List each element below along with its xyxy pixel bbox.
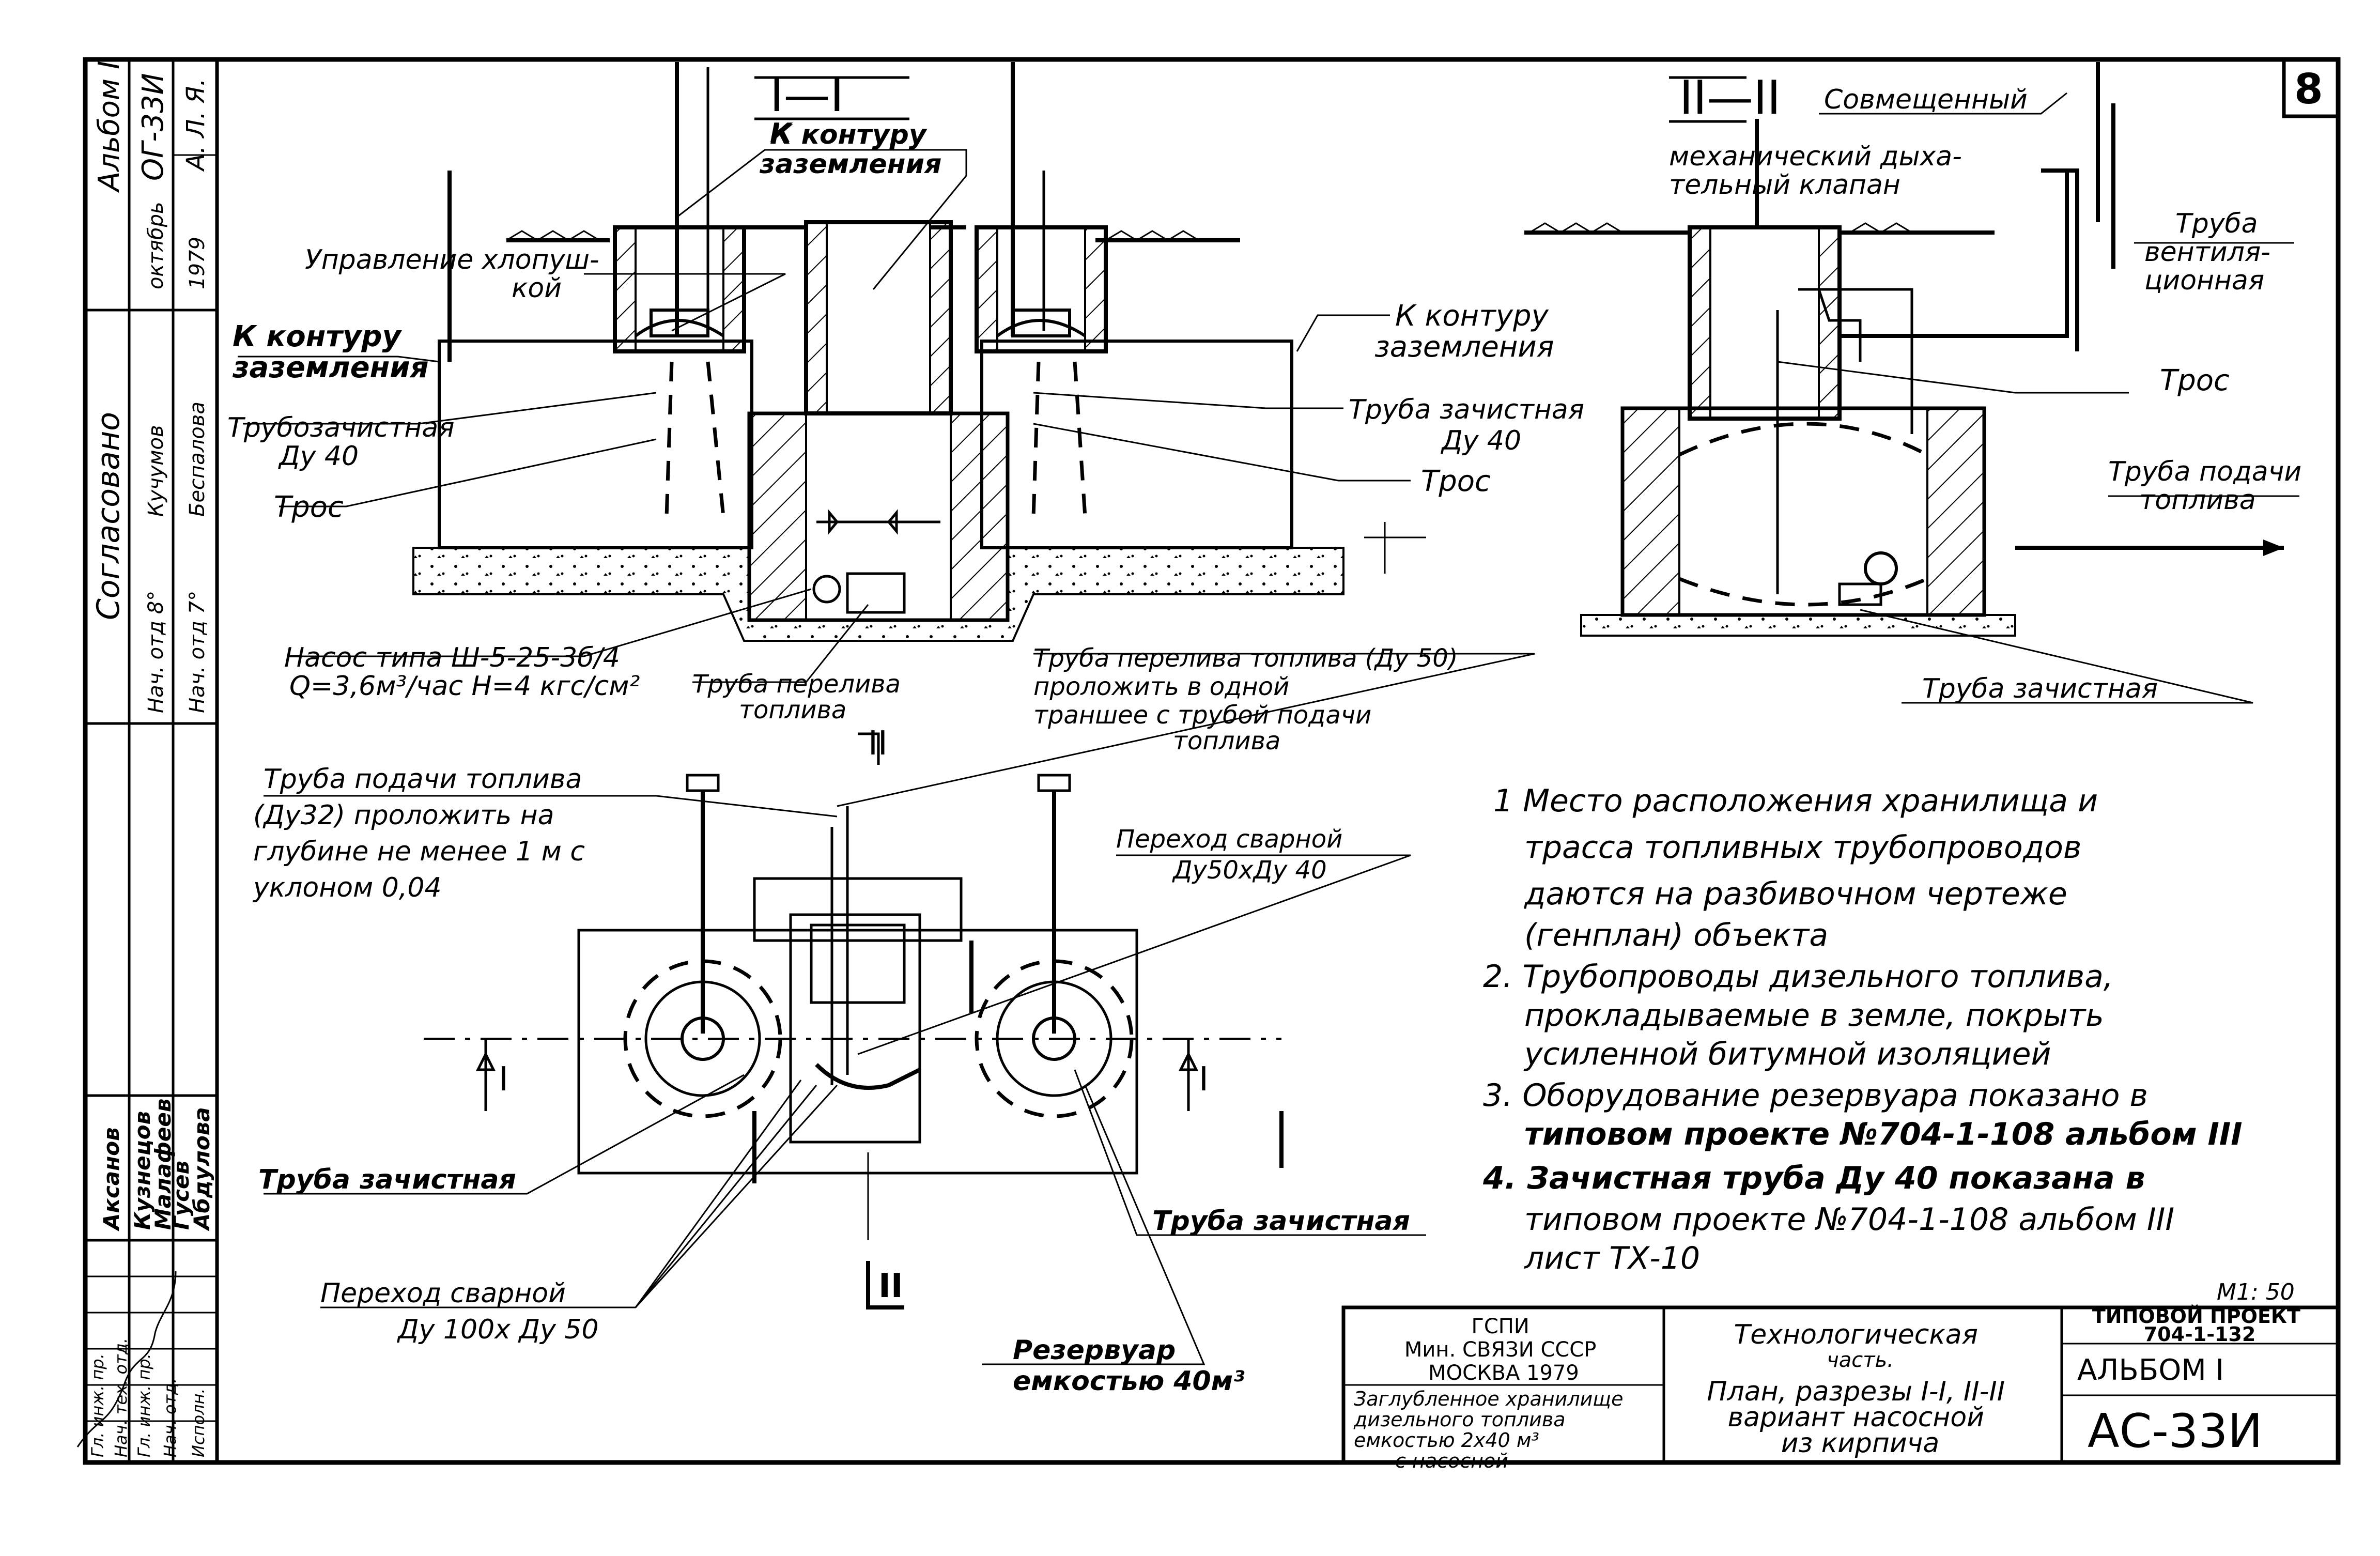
- stamp-approval-3: Малафеев: [150, 1099, 176, 1230]
- label-strip-pipe-plan-left: Труба зачистная: [258, 1164, 516, 1195]
- stamp-signature-1: Кучумов: [144, 425, 168, 517]
- label-strip-pipe-2: Труба зачистная: [1922, 673, 2158, 704]
- agreed-label: Согласовано: [90, 412, 127, 620]
- tank-left-body: [438, 340, 753, 549]
- section-mark-right: [1178, 1039, 1199, 1111]
- stamp-approval-1: Аксанов: [99, 1127, 124, 1231]
- label-cable-2: Трос: [2160, 364, 2230, 397]
- label-grounding-top: К: [770, 118, 793, 149]
- label-tank-plan: Резервуар емкостью 40м³: [1013, 1335, 1245, 1397]
- stamp-role-1: Гл. инж. пр.: [88, 1353, 107, 1457]
- title-sheet: План, разрезы I-I, II-II вариант насосно…: [1707, 1376, 2013, 1459]
- stamp-approval-5: Абдулова: [189, 1107, 214, 1231]
- stamp-date-year: 1979: [186, 237, 209, 289]
- section-mark-right-label: I: [1199, 1060, 1209, 1099]
- title-org: ГСПИ Мин. СВЯЗИ СССР МОСКВА 1979: [1404, 1315, 1603, 1385]
- label-supply-pipe-plan: Труба подачи топлива (Ду32) проложить на…: [252, 764, 593, 903]
- pump-2-icon: [1864, 551, 1898, 586]
- label-supply-pipe-2: Труба подачи топлива: [2108, 456, 2310, 516]
- sheet-number-box: [2282, 57, 2340, 118]
- note-4: 4. Зачистная труба Ду 40 показана в типо…: [1482, 1160, 2184, 1276]
- stamp-position-1: Нач. отд 8°: [144, 591, 168, 713]
- label-flap-control: Управление хлопуш-кой: [305, 244, 599, 304]
- plan-outline: [577, 929, 1138, 1175]
- stamp-date-month: октябрь: [144, 202, 168, 289]
- label-cable-left: Трос: [274, 490, 344, 524]
- stamp-signature-2: Беспалова: [186, 402, 209, 517]
- tank-right-body: [980, 340, 1293, 549]
- label-strip-pipe-plan-right: Труба зачистная: [1152, 1206, 1410, 1237]
- title-block: ГСПИ Мин. СВЯЗИ СССР МОСКВА 1979 Заглубл…: [1341, 1305, 2340, 1472]
- title-object: Заглубленное хранилище дизельного топлив…: [1353, 1388, 1630, 1472]
- signature-scribble: [76, 1271, 177, 1447]
- title-album: АЛЬБОМ I: [2077, 1353, 2224, 1387]
- section-mark-top: [858, 732, 880, 765]
- label-cable-right: Трос: [1421, 465, 1491, 498]
- title-project-label: ТИПОВОЙ ПРОЕКТ 704-1-132: [2092, 1305, 2307, 1346]
- section-mark-bottom: [866, 1261, 904, 1309]
- label-welded-adapter-bottom: Переход сварной Ду 100х Ду 50: [320, 1278, 599, 1345]
- scale-label: М1: 50: [2217, 1279, 2295, 1305]
- stamp-approval-2: Кузнецов: [130, 1111, 155, 1230]
- concrete-base: [412, 547, 1344, 642]
- project-code: ОГ-33И: [136, 73, 170, 181]
- stamp-role-2: Нач. тех. отд.: [111, 1338, 131, 1457]
- album-title: Альбом I: [92, 61, 126, 193]
- stamp-approval-4: Гусев: [168, 1161, 194, 1230]
- section-mark-left-label: I: [499, 1060, 508, 1099]
- section-mark-top-label: II: [868, 725, 888, 763]
- section-2-2: II—II Совмещенный мех: [1524, 62, 2310, 704]
- section-1-leaders: [238, 149, 1535, 807]
- notes: 1 Место расположения хранилища и трасса …: [1482, 783, 2295, 1305]
- note-2: 2. Трубопроводы дизельного топлива, прок…: [1483, 959, 2123, 1072]
- label-vent-pipe: Труба вентиля- ционная: [2144, 208, 2279, 296]
- sheet-number: 8: [2294, 65, 2323, 113]
- label-valve: Совмещенный механический дыха- тельный к…: [1669, 84, 2036, 201]
- stamp-position-2: Нач. отд 7°: [186, 591, 209, 713]
- label-welded-adapter-top: Переход сварной Ду50хДу 40: [1116, 825, 1351, 885]
- title-section: Технологическая часть.: [1734, 1319, 1987, 1372]
- stamp-role-3: Гл. инж. пр.: [134, 1353, 154, 1457]
- label-overflow-right: Труба перелива топлива (Ду 50) проложить…: [1033, 644, 1466, 756]
- section-2-title: II—II: [1679, 71, 1781, 125]
- section-1-1: I—I: [227, 62, 1584, 807]
- title-sheet-code: АС-33И: [2088, 1404, 2263, 1458]
- stamp-column-frame: [83, 57, 219, 1465]
- pump-icon: [846, 572, 906, 614]
- plan-view: I I II II Труба подачи топлива (Ду32) пр…: [252, 725, 1426, 1397]
- sheet-ref: А. Л. Я.: [181, 78, 210, 172]
- stamp-role-4: Нач. отд.: [160, 1378, 180, 1457]
- note-3: 3. Оборудование резервуара показано в ти…: [1483, 1077, 2243, 1152]
- note-1: 1 Место расположения хранилища и трасса …: [1493, 783, 2108, 953]
- section-mark-left: [475, 1039, 496, 1111]
- section-mark-bottom-label: II: [878, 1267, 903, 1305]
- stamp-role-5: Исполн.: [189, 1388, 208, 1457]
